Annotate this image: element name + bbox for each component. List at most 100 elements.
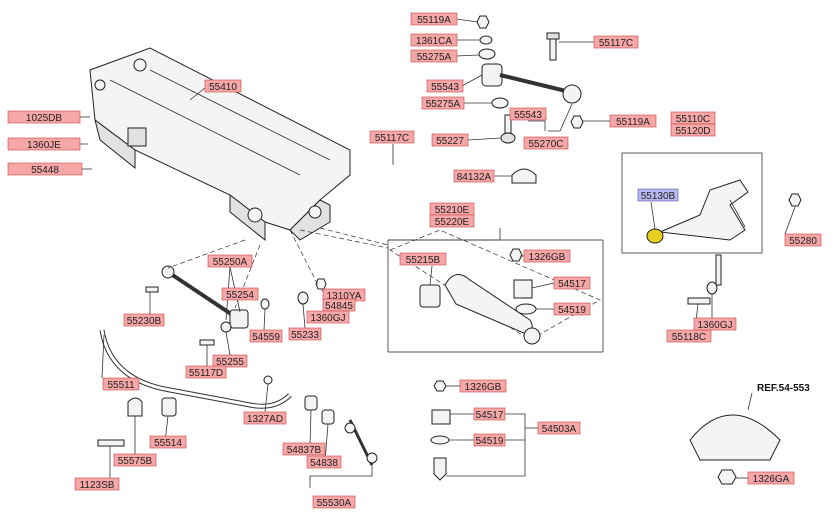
part-label-55220e[interactable]: 55220E (429, 214, 475, 228)
part-label-1360je[interactable]: 1360JE (7, 137, 81, 151)
part-label-box[interactable] (212, 354, 248, 368)
part-label-box[interactable] (123, 313, 165, 327)
part-label-text: 55410 (209, 82, 237, 93)
part-label-54845[interactable]: 54845 (322, 298, 356, 312)
part-label-1360gj[interactable]: 1360GJ (693, 317, 737, 331)
part-label-box[interactable] (431, 133, 469, 147)
part-label-box[interactable] (637, 188, 679, 202)
part-label-box[interactable] (509, 107, 547, 121)
part-label-54517[interactable]: 54517 (473, 407, 506, 421)
part-label-box[interactable] (666, 329, 712, 343)
part-label-box[interactable] (426, 79, 464, 93)
part-label-box[interactable] (221, 287, 259, 301)
part-label-54517[interactable]: 54517 (553, 276, 591, 290)
part-label-55230b[interactable]: 55230B (123, 313, 165, 327)
ref-note[interactable]: REF.54-553 (757, 383, 810, 394)
part-label-1326gb[interactable]: 1326GB (523, 249, 571, 263)
part-label-box[interactable] (410, 49, 458, 63)
part-label-box[interactable] (609, 114, 657, 128)
part-label-box[interactable] (7, 110, 81, 124)
part-label-box[interactable] (784, 233, 822, 247)
part-label-55511[interactable]: 55511 (102, 377, 140, 391)
part-label-1025db[interactable]: 1025DB (7, 110, 81, 124)
part-label-55119a[interactable]: 55119A (609, 114, 657, 128)
part-label-55130b[interactable]: 55130B (637, 188, 679, 202)
part-label-box[interactable] (204, 79, 242, 93)
part-label-box[interactable] (459, 379, 507, 393)
part-label-54519[interactable]: 54519 (553, 302, 591, 316)
part-label-box[interactable] (113, 453, 157, 467)
part-label-box[interactable] (410, 12, 458, 26)
part-label-55530a[interactable]: 55530A (312, 495, 356, 509)
part-label-55233[interactable]: 55233 (288, 327, 322, 341)
part-label-55410[interactable]: 55410 (204, 79, 242, 93)
part-label-55227[interactable]: 55227 (431, 133, 469, 147)
part-label-box[interactable] (593, 35, 639, 49)
part-label-54503a[interactable]: 54503A (537, 421, 581, 435)
part-label-box[interactable] (249, 329, 283, 343)
part-label-box[interactable] (282, 442, 326, 456)
part-label-box[interactable] (288, 327, 322, 341)
part-label-55275a[interactable]: 55275A (410, 49, 458, 63)
part-label-55210e[interactable]: 55210E (429, 202, 475, 216)
part-label-54559[interactable]: 54559 (249, 329, 283, 343)
part-label-55270c[interactable]: 55270C (523, 136, 569, 150)
part-label-55117d[interactable]: 55117D (185, 365, 227, 379)
part-label-55280[interactable]: 55280 (784, 233, 822, 247)
part-label-55117c[interactable]: 55117C (369, 130, 415, 144)
part-label-box[interactable] (185, 365, 227, 379)
part-label-box[interactable] (429, 214, 475, 228)
part-label-box[interactable] (473, 433, 506, 447)
part-label-box[interactable] (473, 407, 506, 421)
part-label-box[interactable] (399, 252, 447, 266)
part-label-1360gj[interactable]: 1360GJ (306, 310, 350, 324)
part-label-text: 55575B (118, 456, 153, 467)
part-label-box[interactable] (306, 310, 350, 324)
part-label-box[interactable] (207, 254, 253, 268)
part-label-box[interactable] (312, 495, 356, 509)
part-label-1361ca[interactable]: 1361CA (410, 33, 458, 47)
part-label-54838[interactable]: 54838 (306, 455, 342, 469)
part-label-box[interactable] (74, 477, 120, 491)
part-label-box[interactable] (553, 302, 591, 316)
part-label-box[interactable] (7, 137, 81, 151)
part-label-55119a[interactable]: 55119A (410, 12, 458, 26)
part-label-1326ga[interactable]: 1326GA (747, 471, 795, 485)
part-label-55110c[interactable]: 55110C (670, 111, 716, 125)
part-label-54519[interactable]: 54519 (473, 433, 506, 447)
part-label-55514[interactable]: 55514 (149, 435, 187, 449)
part-label-55575b[interactable]: 55575B (113, 453, 157, 467)
part-label-84132a[interactable]: 84132A (453, 169, 495, 183)
part-label-box[interactable] (7, 162, 83, 176)
part-label-55543[interactable]: 55543 (426, 79, 464, 93)
part-label-box[interactable] (747, 471, 795, 485)
part-label-55543[interactable]: 55543 (509, 107, 547, 121)
part-label-55255[interactable]: 55255 (212, 354, 248, 368)
part-label-box[interactable] (410, 33, 458, 47)
part-label-box[interactable] (693, 317, 737, 331)
part-label-55120d[interactable]: 55120D (670, 123, 716, 137)
part-label-box[interactable] (149, 435, 187, 449)
part-label-box[interactable] (523, 136, 569, 150)
part-label-55250a[interactable]: 55250A (207, 254, 253, 268)
part-label-55275a[interactable]: 55275A (421, 96, 465, 110)
part-label-55118c[interactable]: 55118C (666, 329, 712, 343)
part-label-55215b[interactable]: 55215B (399, 252, 447, 266)
part-label-55448[interactable]: 55448 (7, 162, 83, 176)
part-label-box[interactable] (523, 249, 571, 263)
part-label-box[interactable] (670, 123, 716, 137)
part-label-box[interactable] (243, 411, 287, 425)
part-label-1326gb[interactable]: 1326GB (459, 379, 507, 393)
part-label-box[interactable] (537, 421, 581, 435)
part-label-box[interactable] (421, 96, 465, 110)
part-label-box[interactable] (102, 377, 140, 391)
part-label-55117c[interactable]: 55117C (593, 35, 639, 49)
part-label-1327ad[interactable]: 1327AD (243, 411, 287, 425)
part-label-1123sb[interactable]: 1123SB (74, 477, 120, 491)
part-label-box[interactable] (306, 455, 342, 469)
part-label-box[interactable] (369, 130, 415, 144)
part-label-55254[interactable]: 55254 (221, 287, 259, 301)
part-label-54837b[interactable]: 54837B (282, 442, 326, 456)
part-label-box[interactable] (553, 276, 591, 290)
part-label-box[interactable] (453, 169, 495, 183)
